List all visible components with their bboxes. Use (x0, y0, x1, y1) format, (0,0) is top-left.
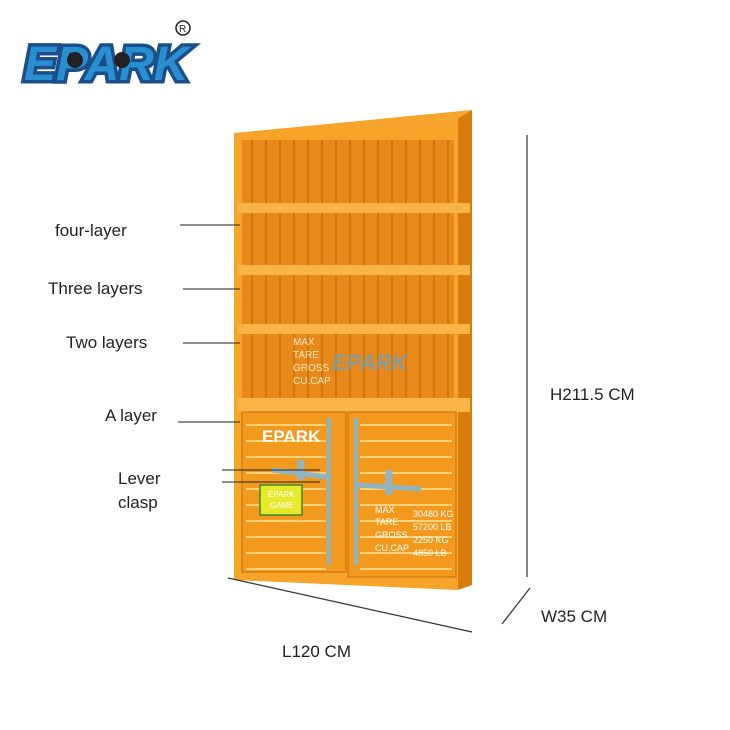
shelf-one (238, 398, 470, 412)
door-sticker (259, 484, 303, 516)
door-right (347, 411, 457, 578)
logo-eye-left (67, 52, 83, 68)
svg-text:TARE: TARE (375, 517, 398, 527)
label-four-layer: four-layer (55, 221, 127, 240)
registered-mark (175, 20, 191, 36)
svg-text:MAX: MAX (293, 337, 315, 348)
label-lever: Lever (118, 469, 161, 488)
label-a-layer: A layer (105, 406, 157, 425)
svg-text:GROSS: GROSS (293, 363, 329, 374)
length-line (227, 577, 473, 633)
svg-text:CU.CAP: CU.CAP (375, 543, 409, 553)
svg-text:TARE: TARE (293, 350, 319, 361)
svg-text:30480 KG: 30480 KG (413, 509, 454, 519)
door-specs: MAX 30480 KG TARE 57200 LB GROSS 2250 KG CU… (375, 505, 454, 558)
svg-text:R: R (179, 24, 186, 35)
logo-outline: EPARK (24, 38, 192, 91)
shelf-two (238, 324, 470, 334)
label-two-layers: Two layers (66, 333, 148, 352)
svg-text:EPARK: EPARK (268, 490, 295, 499)
svg-text:MAX: MAX (375, 505, 395, 515)
shelves (238, 203, 470, 412)
shelf-four (238, 203, 470, 213)
svg-text:2250 KG: 2250 KG (413, 535, 449, 545)
upper-stencil: MAX TARE GROSS CU.CAP (293, 337, 331, 387)
watermark-logo: EPARK (332, 350, 409, 375)
logo-fill: EPARK (24, 38, 192, 91)
lock-rods (271, 418, 422, 565)
dimension-height: H211.5 CM (550, 385, 635, 404)
dimension-width: W35 CM (541, 607, 608, 626)
svg-text:57200 LB: 57200 LB (413, 522, 452, 532)
shelf-three (238, 265, 470, 275)
label-three-layers: Three layers (48, 279, 143, 298)
svg-text:GAME: GAME (270, 501, 294, 510)
leader-lines (178, 224, 320, 483)
epark-logo: EPARK EPARK R (21, 20, 195, 95)
cabinet-side (458, 110, 472, 590)
width-line (501, 587, 531, 625)
svg-text:GROSS: GROSS (375, 530, 408, 540)
logo-eye-right (114, 52, 130, 68)
svg-text:4850 LB: 4850 LB (413, 548, 447, 558)
svg-text:CU.CAP: CU.CAP (293, 376, 331, 387)
door-brand: EPARK (262, 427, 321, 446)
label-clasp: clasp (118, 493, 158, 512)
dimension-lines (227, 135, 531, 633)
dimension-length: L120 CM (282, 642, 351, 661)
